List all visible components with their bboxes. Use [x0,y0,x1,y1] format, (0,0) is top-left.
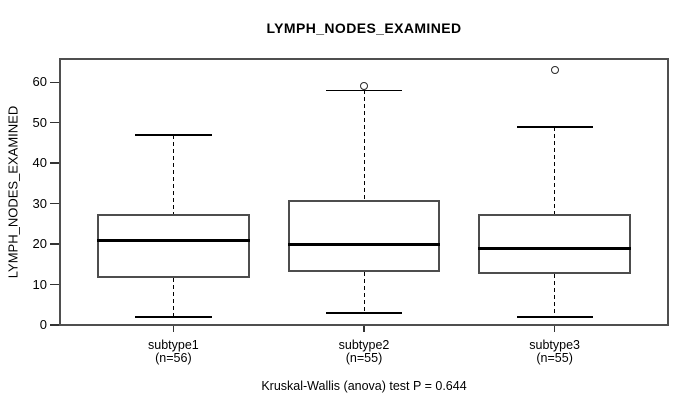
y-tick-label: 30 [32,195,47,211]
x-group-label-count: (n=56) [155,351,192,365]
x-group-label: subtype1(n=56) [98,339,248,365]
whisker-cap-upper [135,134,212,136]
x-tick-mark [172,326,175,332]
whisker-cap-lower [516,316,593,318]
whisker-cap-upper [516,126,593,128]
whisker-cap-upper [325,89,403,92]
x-group-label-count: (n=55) [345,351,383,365]
chart-title: LYMPH_NODES_EXAMINED [266,20,462,36]
whisker-cap-lower [135,316,212,318]
box [478,213,631,275]
y-tick-mark [50,81,59,84]
x-group-label: subtype2(n=55) [289,339,439,365]
y-tick-mark [50,162,59,164]
x-tick-mark [553,326,556,332]
whisker-stem-lower [172,278,174,317]
y-tick-label: 50 [32,114,47,130]
outlier-point [550,66,559,75]
outlier-point [360,82,368,91]
whisker-stem-upper [172,134,174,214]
x-tick-mark [363,326,365,332]
y-tick-label: 0 [39,316,47,332]
x-group-label-count: (n=55) [536,351,573,365]
box [287,199,441,273]
x-group-label-name: subtype1 [148,338,199,352]
whisker-stem-upper [363,90,365,200]
y-tick-label: 60 [32,74,47,90]
y-tick-label: 10 [32,276,47,292]
stats-caption: Kruskal-Wallis (anova) test P = 0.644 [261,379,467,393]
y-tick-label: 20 [32,236,47,252]
y-tick-mark [50,243,59,245]
box [97,213,250,279]
x-group-label-name: subtype2 [338,338,390,352]
y-tick-label: 40 [32,155,47,171]
x-group-label-name: subtype3 [529,338,580,352]
median-line [287,242,441,246]
x-group-label: subtype3(n=55) [480,339,630,365]
whisker-stem-upper [554,126,556,214]
whisker-cap-lower [325,312,403,314]
y-axis-label: LYMPH_NODES_EXAMINED [5,105,21,279]
median-line [478,246,631,250]
y-tick-mark [50,121,59,124]
y-tick-mark [50,202,59,205]
whisker-stem-lower [363,272,365,313]
whisker-stem-lower [554,274,556,317]
y-tick-mark [50,324,59,326]
median-line [97,238,250,242]
y-tick-mark [50,283,59,286]
